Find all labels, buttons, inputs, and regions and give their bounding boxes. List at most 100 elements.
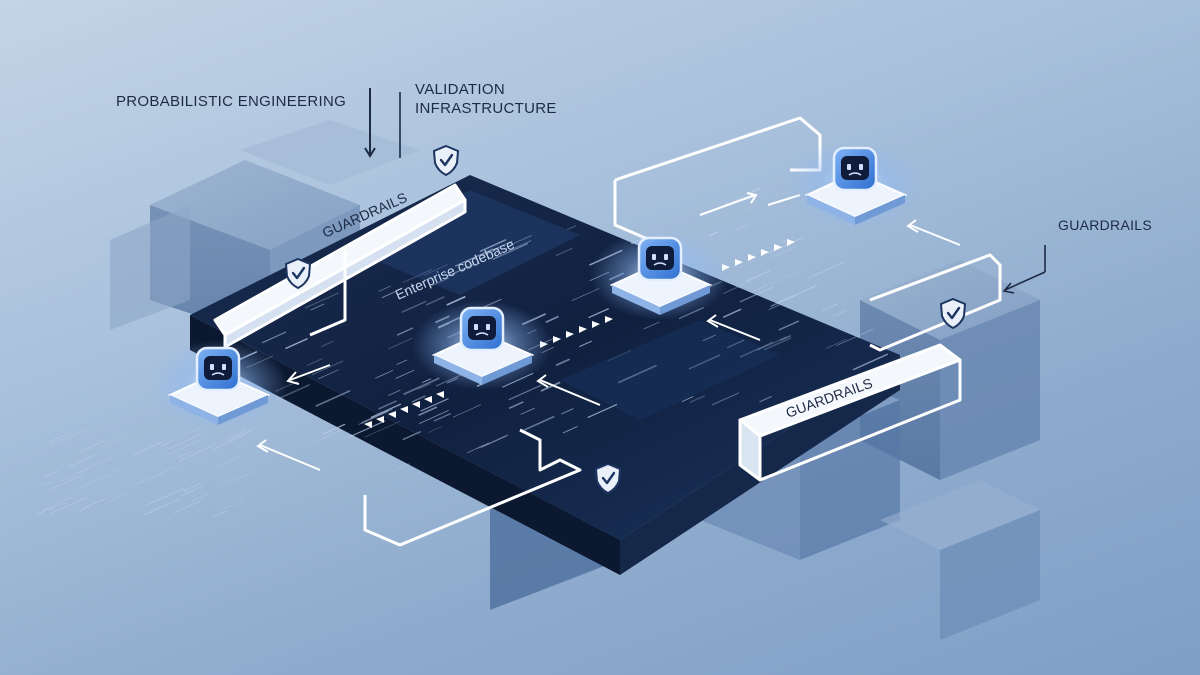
code-streak: [102, 436, 126, 448]
code-streak: [49, 501, 68, 511]
code-streak: [306, 358, 323, 366]
code-streak: [364, 420, 401, 438]
code-streak: [396, 327, 414, 336]
code-streak: [423, 264, 448, 276]
code-streak: [74, 457, 113, 475]
code-streak: [852, 353, 889, 371]
code-streak: [426, 296, 445, 306]
code-streak: [756, 336, 787, 351]
code-streak: [358, 409, 393, 425]
chevron-icon: [400, 406, 408, 413]
code-streak: [178, 444, 215, 462]
code-streak: [41, 496, 73, 512]
code-streak: [76, 506, 90, 514]
code-streak: [401, 300, 427, 313]
code-streak: [607, 350, 631, 362]
code-streak: [219, 470, 257, 488]
code-streak: [68, 454, 96, 468]
code-streak: [403, 377, 440, 395]
agent-node-mid-right: [590, 230, 730, 320]
chevron-icon: [787, 239, 795, 246]
code-streak: [808, 261, 845, 279]
code-streak: [689, 395, 705, 403]
guardrail-rails: [213, 116, 1002, 547]
chevron-icon: [592, 321, 600, 328]
code-streak: [702, 334, 716, 341]
code-streak: [428, 426, 442, 433]
code-streak: [768, 304, 780, 311]
chevron-icon: [774, 244, 782, 251]
code-streak: [778, 320, 799, 331]
code-streak: [419, 410, 449, 424]
code-streak: [739, 286, 773, 303]
chevron-icon: [364, 421, 372, 428]
code-streak: [750, 284, 768, 293]
code-streak: [163, 438, 204, 458]
code-streak: [146, 487, 185, 506]
agent-node-left: [148, 340, 288, 430]
code-streak: [321, 340, 334, 347]
chevron-icon: [748, 254, 756, 261]
code-streak: [711, 392, 740, 406]
code-streak: [508, 384, 542, 401]
chevron-icon: [424, 396, 432, 403]
code-streak: [311, 360, 344, 376]
code-streak: [318, 369, 340, 380]
code-streak: [836, 328, 874, 346]
chevron-icon: [761, 249, 769, 256]
code-streak: [480, 435, 508, 448]
code-streak: [183, 483, 201, 492]
arrow-icons: [256, 88, 1046, 471]
code-streak: [540, 381, 561, 392]
code-streak: [167, 434, 201, 450]
code-streak: [587, 404, 618, 418]
code-streak: [512, 235, 532, 245]
robot-face-icon: [832, 146, 878, 192]
chevron-icon: [436, 391, 444, 398]
code-streak: [143, 498, 181, 516]
code-streak: [132, 441, 164, 456]
code-streak: [708, 231, 719, 237]
chevron-icon: [376, 416, 384, 423]
code-streak: [47, 474, 84, 491]
code-streak: [79, 440, 105, 453]
code-streak: [770, 294, 796, 307]
data-flow-chevrons: [364, 239, 795, 428]
code-streak: [79, 469, 121, 488]
code-streak: [452, 404, 482, 418]
code-streak: [411, 395, 426, 403]
code-streak: [420, 398, 449, 412]
chevron-icon: [605, 316, 613, 323]
agent-node-top-right: [785, 140, 925, 230]
code-streak: [220, 499, 245, 511]
code-streak: [825, 338, 847, 349]
code-streak: [780, 335, 791, 341]
code-streak: [49, 496, 88, 515]
robot-face-icon: [459, 306, 505, 352]
code-streak: [739, 341, 774, 358]
code-streak: [562, 426, 578, 434]
code-streak: [759, 395, 772, 403]
code-streak: [35, 481, 51, 490]
code-streak: [579, 340, 592, 348]
code-streak: [724, 188, 760, 205]
code-streak: [222, 429, 247, 442]
code-streak: [212, 434, 245, 450]
code-streak: [422, 378, 432, 383]
code-streak: [310, 303, 325, 311]
code-streak: [417, 383, 431, 390]
code-streak: [482, 247, 500, 257]
code-streak: [777, 285, 817, 304]
code-streak: [760, 188, 771, 194]
code-streak: [446, 296, 466, 306]
code-streak: [60, 475, 72, 482]
code-streak: [361, 410, 389, 424]
code-streak: [178, 450, 194, 458]
code-streak: [681, 396, 694, 403]
code-streak: [520, 407, 535, 415]
chevron-icon: [412, 401, 420, 408]
code-streak: [524, 415, 555, 431]
code-streak: [180, 485, 202, 497]
code-streak: [418, 406, 438, 416]
